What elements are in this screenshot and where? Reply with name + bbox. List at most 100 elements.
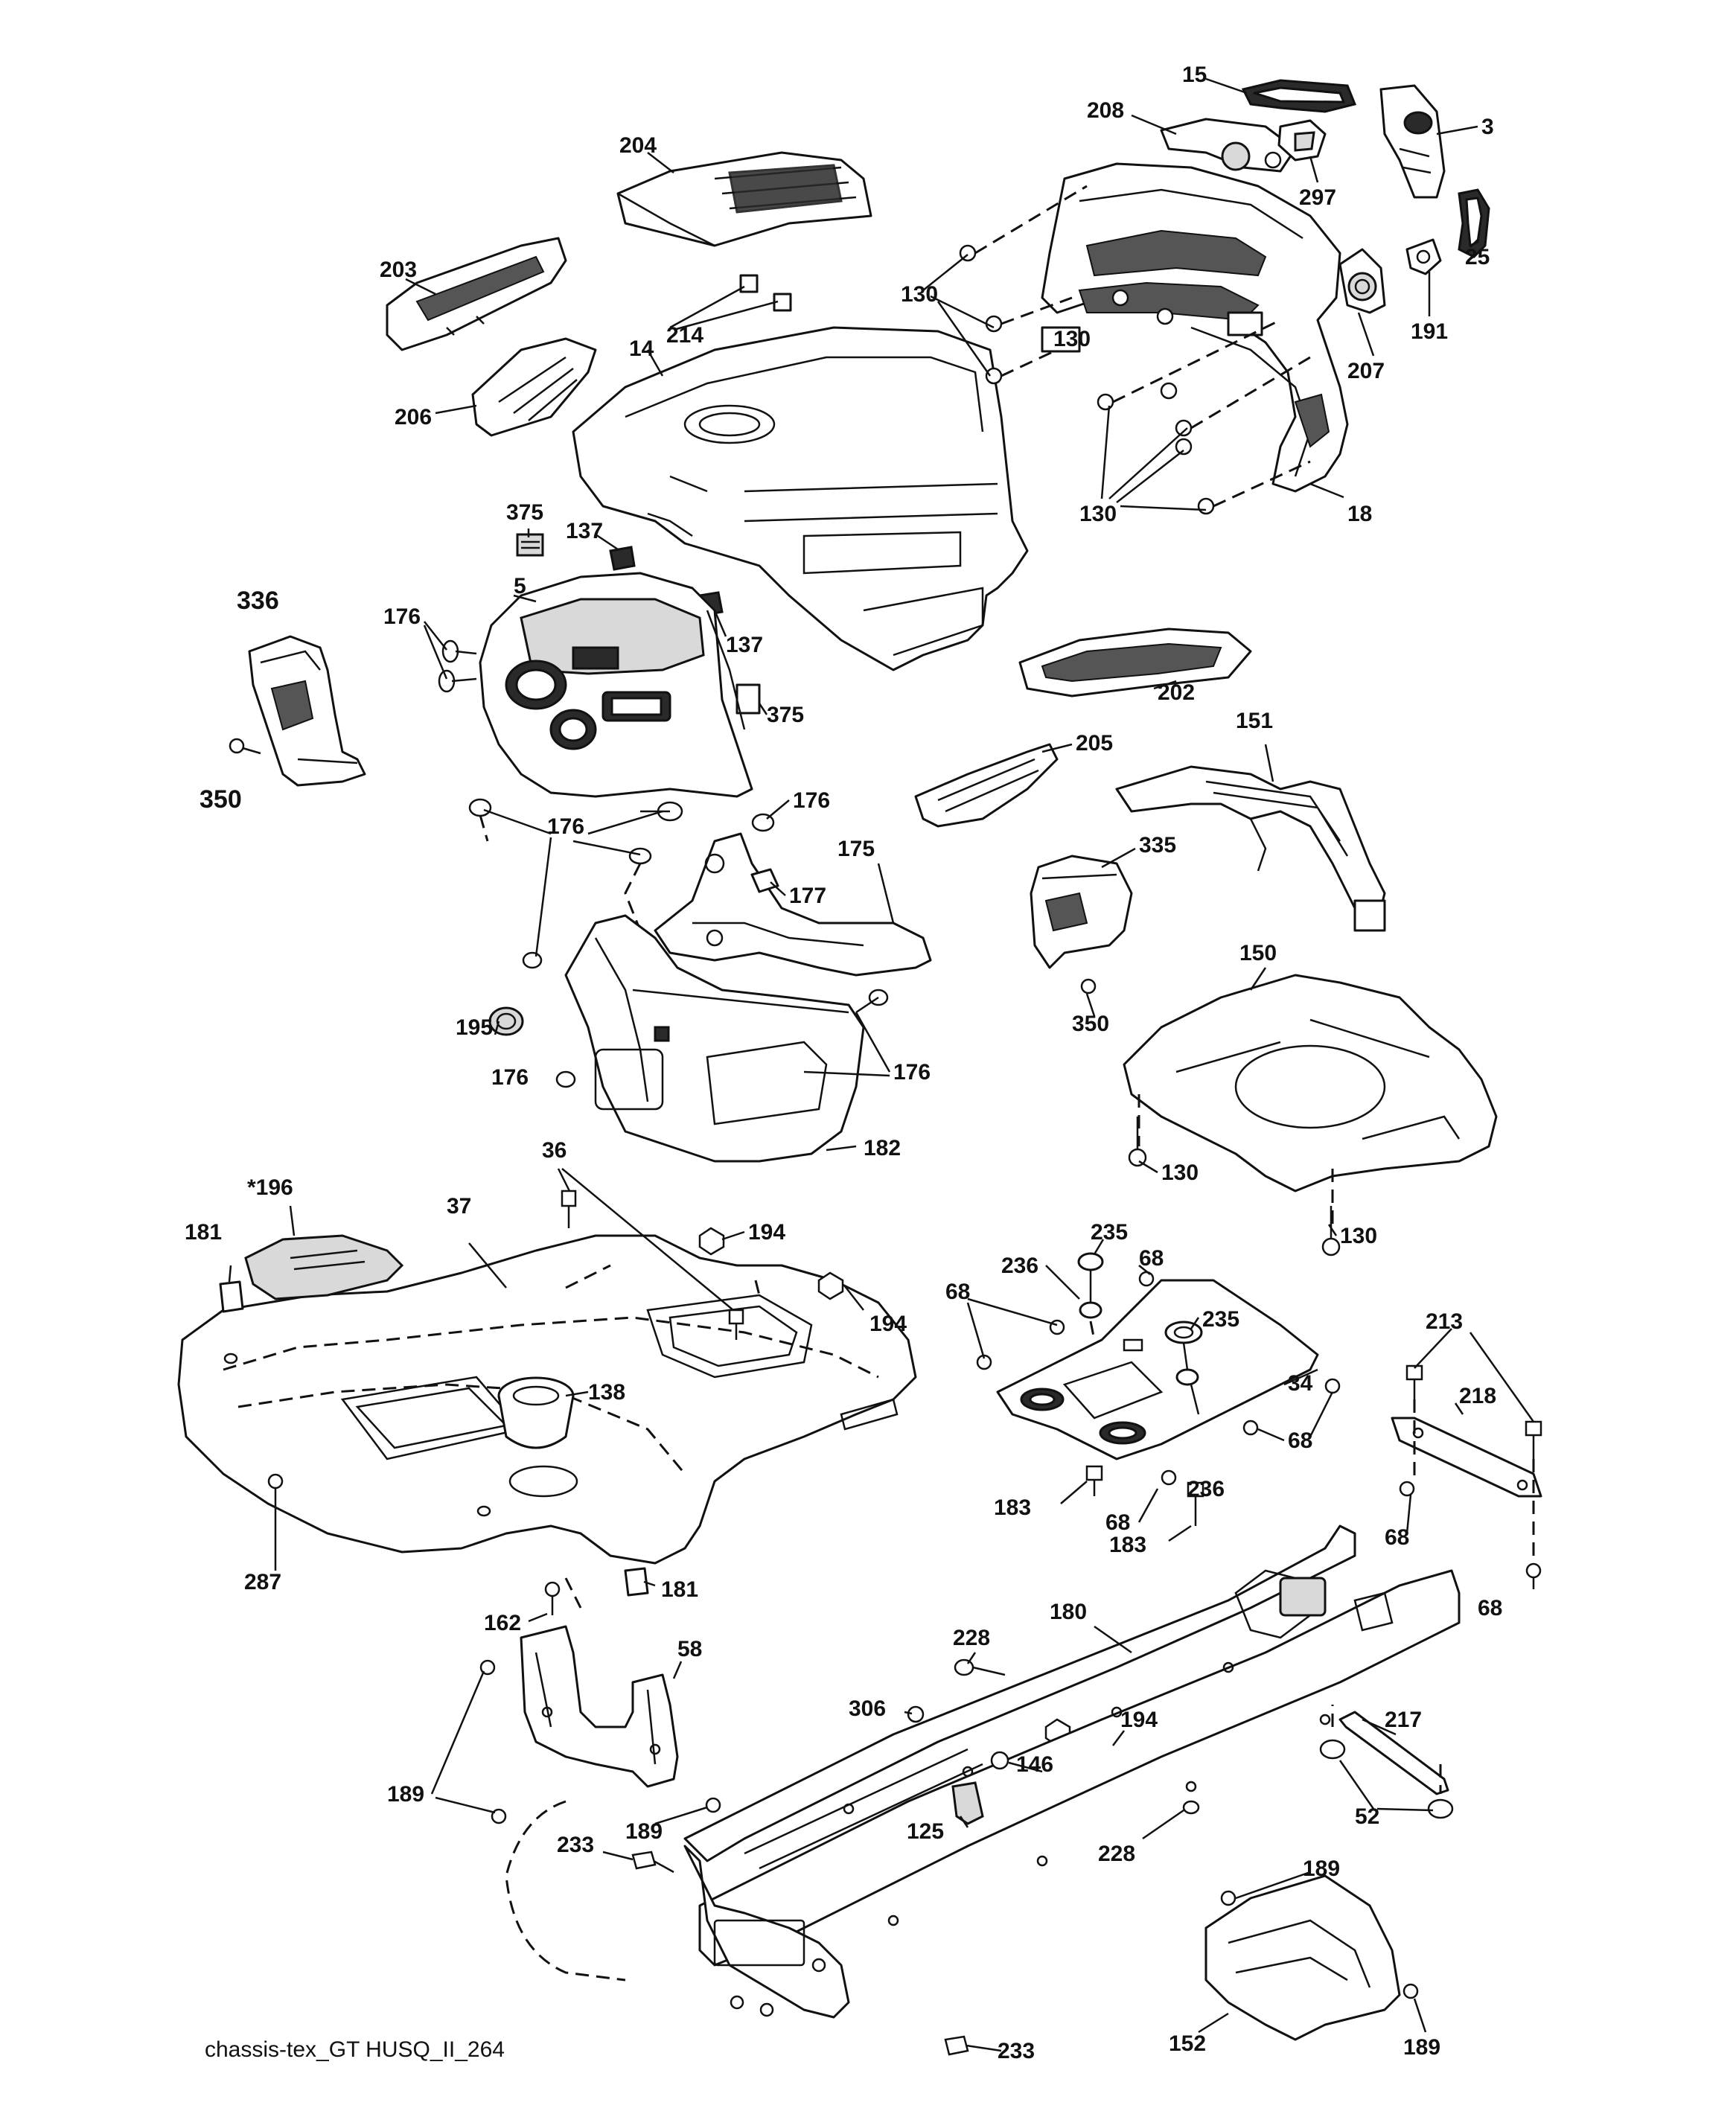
callout-151: 151 xyxy=(1236,709,1273,733)
part-204-hood-scoop xyxy=(616,151,872,247)
part-150-floor-plate xyxy=(1123,974,1498,1192)
callout-34: 34 xyxy=(1288,1371,1313,1396)
callout-202: 202 xyxy=(1158,680,1195,705)
callout-130-c: 130 xyxy=(1079,502,1117,526)
callout-177: 177 xyxy=(789,884,826,908)
callout-218: 218 xyxy=(1459,1384,1496,1408)
part-208-bracket xyxy=(1160,118,1297,173)
callout-183-a: 183 xyxy=(994,1495,1031,1520)
part-3-side-panel xyxy=(1379,84,1446,199)
callout-196: *196 xyxy=(247,1175,293,1200)
part-203-left-vent xyxy=(386,237,567,351)
callout-228-b: 228 xyxy=(1098,1842,1135,1866)
callout-217: 217 xyxy=(1385,1708,1422,1732)
part-191-clip xyxy=(1405,238,1442,275)
callout-138: 138 xyxy=(588,1380,625,1405)
callout-335: 335 xyxy=(1139,833,1176,858)
callout-297: 297 xyxy=(1299,185,1336,210)
callout-182: 182 xyxy=(864,1136,901,1160)
callout-52: 52 xyxy=(1355,1804,1379,1829)
part-189-screws xyxy=(479,1659,1419,1999)
part-287-162-screws xyxy=(267,1473,561,1615)
callout-3: 3 xyxy=(1481,115,1494,139)
part-181-grommets xyxy=(219,1280,649,1597)
part-335-right-panel xyxy=(1030,855,1133,969)
part-5-dash-console xyxy=(479,572,753,798)
part-180-frame xyxy=(683,1524,1461,2019)
callout-68-c: 68 xyxy=(1288,1428,1312,1453)
part-176-fasteners xyxy=(438,639,889,1088)
callout-152: 152 xyxy=(1169,2031,1206,2056)
callout-130-a: 130 xyxy=(901,282,938,307)
part-130-screws-floor xyxy=(1128,1117,1341,1257)
part-375-clips xyxy=(516,533,761,715)
part-350-screw-right xyxy=(1080,978,1097,994)
callout-130-b: 130 xyxy=(1053,327,1091,351)
callout-350-b: 350 xyxy=(1072,1012,1109,1036)
part-137-clips xyxy=(609,546,724,616)
callout-194-c: 194 xyxy=(1120,1708,1158,1732)
callout-194-b: 194 xyxy=(869,1312,907,1336)
part-350-screw-left xyxy=(229,738,261,755)
callout-236-a: 236 xyxy=(1001,1254,1038,1278)
callout-375-b: 375 xyxy=(767,703,804,727)
part-297-socket xyxy=(1277,119,1327,162)
callout-leaders xyxy=(228,77,1535,2052)
part-15-trim-strip xyxy=(1241,79,1357,113)
callout-5: 5 xyxy=(514,574,526,598)
callout-183-b: 183 xyxy=(1109,1533,1146,1557)
callout-233-b: 233 xyxy=(998,2039,1035,2063)
callout-208: 208 xyxy=(1087,98,1124,123)
part-336-left-panel xyxy=(248,635,366,787)
callout-189-b: 189 xyxy=(625,1819,663,1844)
callout-150: 150 xyxy=(1239,941,1277,965)
callout-205: 205 xyxy=(1076,731,1113,756)
diagram-caption: chassis-tex_GT HUSQ_II_264 xyxy=(205,2037,505,2062)
callout-176-b: 176 xyxy=(793,788,830,813)
part-195-plug xyxy=(488,1006,524,1036)
callout-287: 287 xyxy=(244,1570,281,1594)
callout-15: 15 xyxy=(1182,63,1207,87)
callout-37: 37 xyxy=(447,1194,471,1219)
callout-336: 336 xyxy=(237,587,279,615)
callout-228-a: 228 xyxy=(953,1626,990,1650)
callout-236-b: 236 xyxy=(1187,1477,1225,1501)
callout-350-a: 350 xyxy=(200,785,242,814)
callout-235-b: 235 xyxy=(1202,1307,1239,1332)
callout-176-a: 176 xyxy=(383,604,421,629)
part-130-screws-top xyxy=(959,185,1311,515)
callout-162: 162 xyxy=(484,1611,521,1635)
callout-203: 203 xyxy=(380,258,417,282)
part-175-dash-bracket xyxy=(654,832,932,977)
callout-189-c: 189 xyxy=(1303,1856,1340,1881)
part-25-lens xyxy=(1458,188,1490,258)
dashed-routes xyxy=(505,1094,1535,1982)
callout-68-a: 68 xyxy=(1139,1246,1164,1271)
callout-194-a: 194 xyxy=(748,1220,785,1245)
part-36-bolts xyxy=(561,1190,744,1340)
callout-207: 207 xyxy=(1347,359,1385,383)
part-18-front-shell xyxy=(1041,162,1349,493)
callout-130-e: 130 xyxy=(1340,1224,1377,1248)
callout-189-d: 189 xyxy=(1403,2035,1440,2060)
part-14-hood xyxy=(572,326,1029,671)
part-177-clip xyxy=(750,868,779,893)
callout-125: 125 xyxy=(907,1819,944,1844)
callout-176-c: 176 xyxy=(547,814,584,839)
callout-25: 25 xyxy=(1465,245,1490,269)
part-213-218-bracket xyxy=(1391,1364,1542,1498)
callout-235-a: 235 xyxy=(1091,1220,1128,1245)
part-182-lower-housing xyxy=(564,914,865,1163)
callout-176-d: 176 xyxy=(893,1060,931,1085)
callout-204: 204 xyxy=(619,133,657,158)
callout-176-e: 176 xyxy=(491,1065,529,1090)
part-205-trim xyxy=(914,743,1059,828)
part-138-boot xyxy=(497,1376,575,1449)
part-233-bolts xyxy=(631,1851,987,2056)
callout-189-a: 189 xyxy=(387,1782,424,1807)
callout-labels: 15 208 3 204 297 25 191 130 203 214 130 … xyxy=(185,63,1502,2063)
part-58-seat-bracket xyxy=(520,1625,679,1788)
callout-68-e: 68 xyxy=(1385,1525,1409,1550)
part-217-rod-52-nuts xyxy=(1319,1711,1454,1819)
